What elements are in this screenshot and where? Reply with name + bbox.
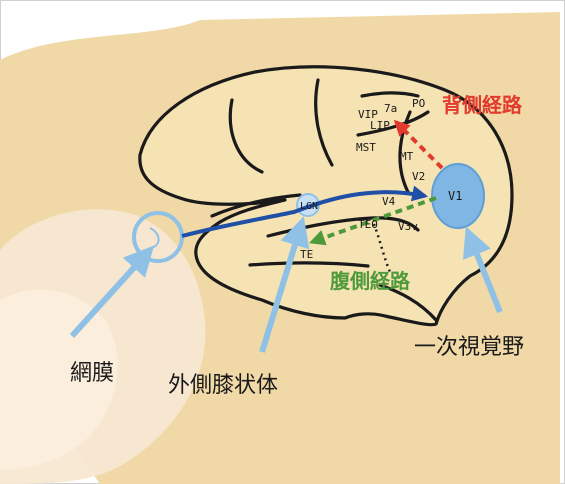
area-label-mst: MST [356,141,376,154]
area-label-lgn: LGN [300,201,318,212]
v1-label: 一次視覚野 [414,335,524,360]
area-label-v3v: V3v [398,220,418,233]
area-label-mt: MT [400,150,414,163]
area-label-te: TE [300,248,313,261]
retina-label: 網膜 [70,361,114,386]
dorsal-stream-label: 背側経路 [442,93,523,117]
area-label-teo: TEO [358,218,378,231]
area-label-lip: LIP [370,119,390,132]
lgn-label: 外側膝状体 [168,373,278,398]
area-label-po: PO [412,97,425,110]
area-label-v4: V4 [382,195,396,208]
area-label-v1: V1 [448,189,462,203]
ventral-stream-label: 腹側経路 [330,269,411,293]
area-label-7a: 7a [384,102,397,115]
area-label-v2: V2 [412,170,425,183]
